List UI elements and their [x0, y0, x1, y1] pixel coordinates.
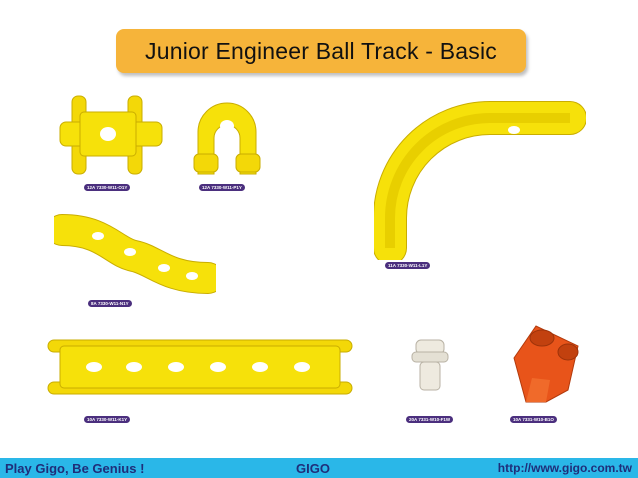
page-title: Junior Engineer Ball Track - Basic	[145, 37, 497, 64]
wavy-track-part	[54, 214, 216, 294]
cross-connector-part	[59, 95, 163, 175]
part-label: 12A 7330-W11-P1Y	[199, 184, 245, 191]
footer-bar: Play Gigo, Be Genius ! GIGO http://www.g…	[0, 458, 638, 478]
straight-track-part	[47, 339, 353, 395]
white-peg-part	[411, 339, 449, 391]
part-label: 20A 7331-W10-F1W	[406, 416, 454, 423]
footer-url[interactable]: http://www.gigo.com.tw	[497, 461, 632, 475]
part-label: 10A 7331-W10-B1O	[510, 416, 557, 423]
part-label: 8A 7330-W11-N1Y	[88, 300, 132, 307]
title-banner: Junior Engineer Ball Track - Basic	[116, 29, 526, 73]
footer-slogan: Play Gigo, Be Genius !	[5, 460, 145, 476]
curved-track-part	[374, 101, 586, 260]
orange-elbow-part	[513, 325, 579, 403]
u-connector-part	[193, 102, 261, 175]
part-label: 10A 7330-W11-K1Y	[84, 416, 131, 423]
footer-brand: GIGO	[296, 460, 330, 476]
part-label: 12A 7330-W11-O1Y	[84, 184, 131, 191]
part-label: 11A 7330-W11-L1Y	[385, 262, 431, 269]
